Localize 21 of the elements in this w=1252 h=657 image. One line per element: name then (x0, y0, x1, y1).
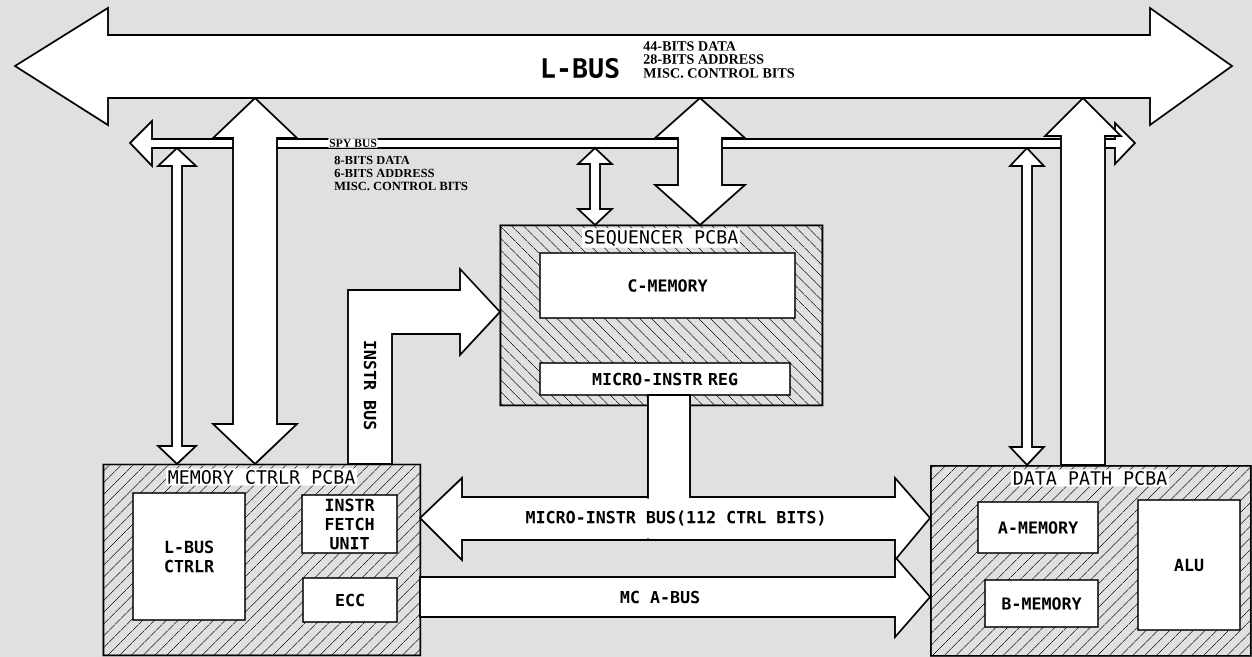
component-box: ECC (302, 577, 398, 623)
bus-label: 8-BITS DATA (334, 155, 410, 165)
component-box: L-BUS CTRLR (132, 492, 246, 621)
component-box: C-MEMORY (539, 252, 796, 319)
bus-arrow (1042, 96, 1124, 466)
bus-label: L-BUS (542, 57, 619, 79)
bus-label: 28-BITS ADDRESS (643, 54, 764, 64)
bus-label: 44-BITS DATA (643, 41, 736, 51)
bus-arrow (347, 266, 502, 465)
component-box: MICRO-INSTR REG (539, 362, 791, 396)
edge-label: MC A-BUS (618, 589, 702, 605)
bus-label: 6-BITS ADDRESS (334, 168, 434, 178)
edge-label: INSTR BUS (362, 338, 378, 432)
component-box: INSTR FETCH UNIT (301, 494, 398, 554)
bus-arrow (419, 554, 932, 640)
component-box: ALU (1137, 499, 1241, 631)
bus-label: MISC. CONTROL BITS (643, 68, 795, 78)
component-box: A-MEMORY (977, 501, 1099, 554)
bus-label: SPY BUS (328, 138, 378, 148)
component-box: B-MEMORY (984, 579, 1099, 628)
bus-label: MISC. CONTROL BITS (334, 181, 468, 191)
